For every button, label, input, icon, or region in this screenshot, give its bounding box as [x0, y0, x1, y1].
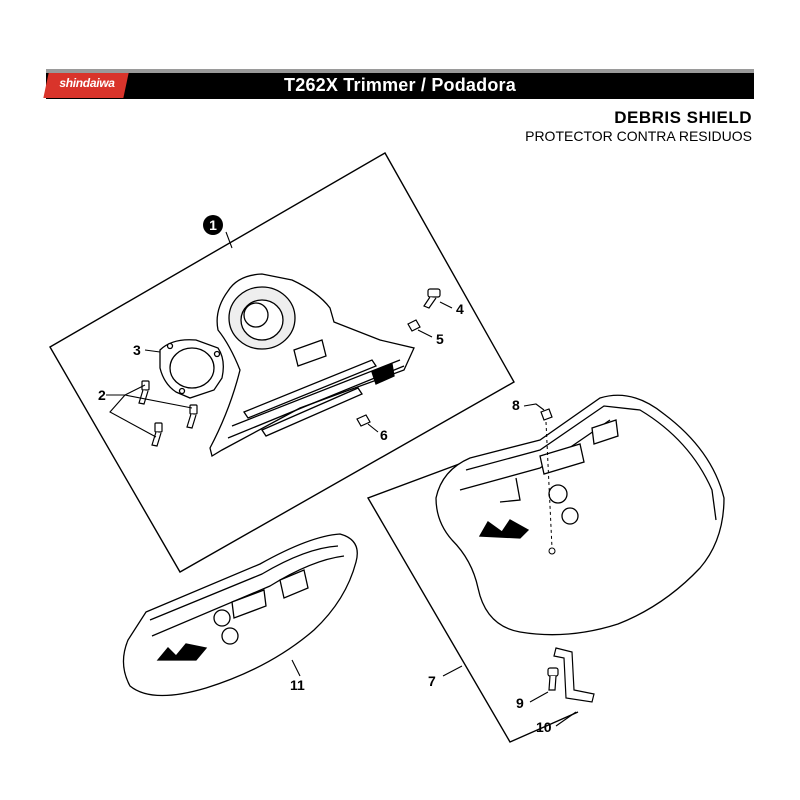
callout-5-label: 5	[436, 331, 444, 347]
leader-line-4	[439, 301, 453, 309]
leader-line-3	[144, 349, 161, 353]
bolt-part-4	[423, 288, 441, 309]
leader-line-7	[442, 665, 463, 677]
leader-line-6	[367, 423, 379, 433]
title-bar	[46, 69, 754, 99]
screw-part-2b	[186, 404, 198, 429]
nut-part-8	[540, 408, 553, 421]
section-title: DEBRIS SHIELD	[614, 108, 752, 127]
assembly-bracket-part-7	[366, 459, 579, 743]
gear-plate-part	[159, 339, 224, 399]
callout-1-badge	[203, 215, 223, 235]
model-title: T262X Trimmer / Podadora	[284, 75, 516, 95]
bracket-part-10	[553, 647, 595, 703]
leader-line-9	[529, 691, 549, 703]
leader-line-2c	[124, 394, 193, 409]
leader-line-2b	[109, 394, 157, 438]
callout-11-label: 11	[290, 677, 305, 693]
nut-part-5	[407, 319, 421, 332]
callout-4-label: 4	[456, 301, 464, 317]
inner-shield-part	[209, 273, 415, 458]
guard-extension-part	[122, 533, 358, 697]
screw-part-2c	[151, 422, 163, 447]
assembly-frame-part-1	[49, 152, 515, 573]
leader-line-8	[523, 403, 545, 411]
brand-logo-text: shindaiwa	[59, 76, 115, 90]
outer-shield-part	[435, 394, 725, 636]
callout-9-label: 9	[516, 695, 524, 711]
callout-7-label: 7	[428, 673, 436, 689]
nut-part-6	[356, 414, 371, 427]
screw-part-2a	[138, 380, 150, 405]
screw-part-9	[547, 667, 559, 691]
leader-line-1	[225, 231, 233, 249]
section-subtitle: PROTECTOR CONTRA RESIDUOS	[525, 128, 752, 144]
callout-2-label: 2	[98, 387, 106, 403]
callout-3-label: 3	[133, 342, 141, 358]
leader-line-5	[417, 329, 433, 338]
leader-line-11	[291, 659, 301, 677]
callout-1-label: 1	[209, 217, 217, 233]
callout-10-label: 10	[536, 719, 552, 735]
leader-line-2a	[106, 384, 146, 396]
callout-6-label: 6	[380, 427, 388, 443]
leader-line-10	[555, 711, 577, 727]
callout-8-label: 8	[512, 397, 520, 413]
